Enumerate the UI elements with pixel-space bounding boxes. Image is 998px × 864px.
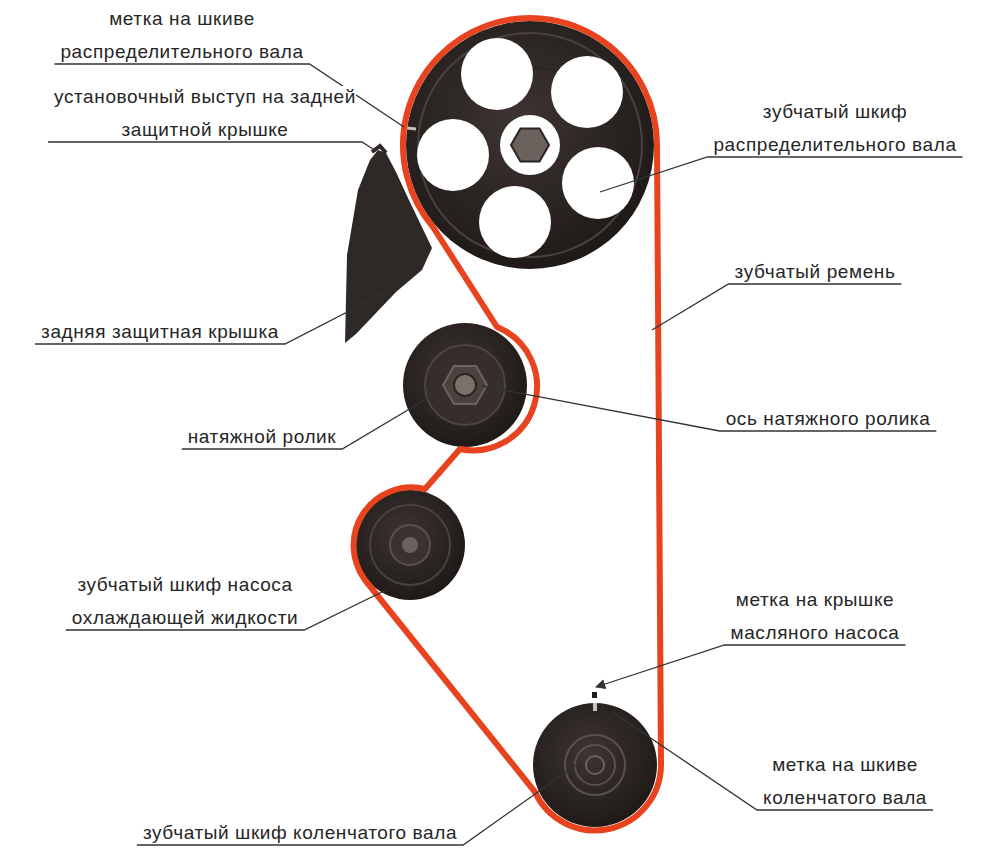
part-label-box: ось натяжного ролика <box>726 402 931 435</box>
part-label-box: метка на шкиве распределительного вала <box>17 2 347 68</box>
part-label: метка на шкиве распределительного вала <box>60 8 303 62</box>
leader-line <box>652 284 901 330</box>
leader-line <box>35 290 390 344</box>
part-label-box: метка на крышке масляного насоса <box>695 583 935 649</box>
cam-mark <box>407 128 416 129</box>
leader-line <box>482 386 936 431</box>
leader-line <box>137 758 586 845</box>
oil-pump-mark <box>592 692 597 698</box>
part-label: натяжной ролик <box>188 426 336 447</box>
camshaft-pulley <box>406 21 654 269</box>
part-label-box: зубчатый шкиф насоса охлаждающей жидкост… <box>30 568 340 634</box>
timing-belt <box>354 18 661 830</box>
part-label: зубчатый шкиф насоса охлаждающей жидкост… <box>72 574 298 628</box>
leader-line <box>600 157 963 192</box>
part-label: задняя защитная крышка <box>41 321 279 342</box>
leader-line <box>596 645 905 687</box>
part-label: зубчатый шкиф распределительного вала <box>713 101 956 155</box>
part-label: метка на крышке масляного насоса <box>731 589 900 643</box>
part-label-box: задняя защитная крышка <box>41 315 279 348</box>
crankshaft-pulley <box>533 692 657 827</box>
part-label-box: натяжной ролик <box>188 420 336 453</box>
part-label-box: метка на шкиве коленчатого вала <box>730 748 960 814</box>
part-label: зубчатый шкиф коленчатого вала <box>143 822 457 843</box>
crank-mark <box>593 703 597 711</box>
part-label-box: зубчатый шкиф распределительного вала <box>680 95 990 161</box>
part-label-box: установочный выступ на задней защитной к… <box>40 80 370 146</box>
leader-line <box>612 712 933 810</box>
tensioner-roller <box>403 323 527 447</box>
leader-line <box>48 142 376 151</box>
leader-line <box>182 398 428 449</box>
part-label: установочный выступ на задней защитной к… <box>54 86 356 140</box>
part-label-box: зубчатый шкиф коленчатого вала <box>143 816 457 849</box>
part-label: ось натяжного ролика <box>726 408 931 429</box>
part-label: метка на шкиве коленчатого вала <box>763 754 927 808</box>
part-label-box: зубчатый ремень <box>735 255 896 288</box>
part-label: зубчатый ремень <box>735 261 896 282</box>
